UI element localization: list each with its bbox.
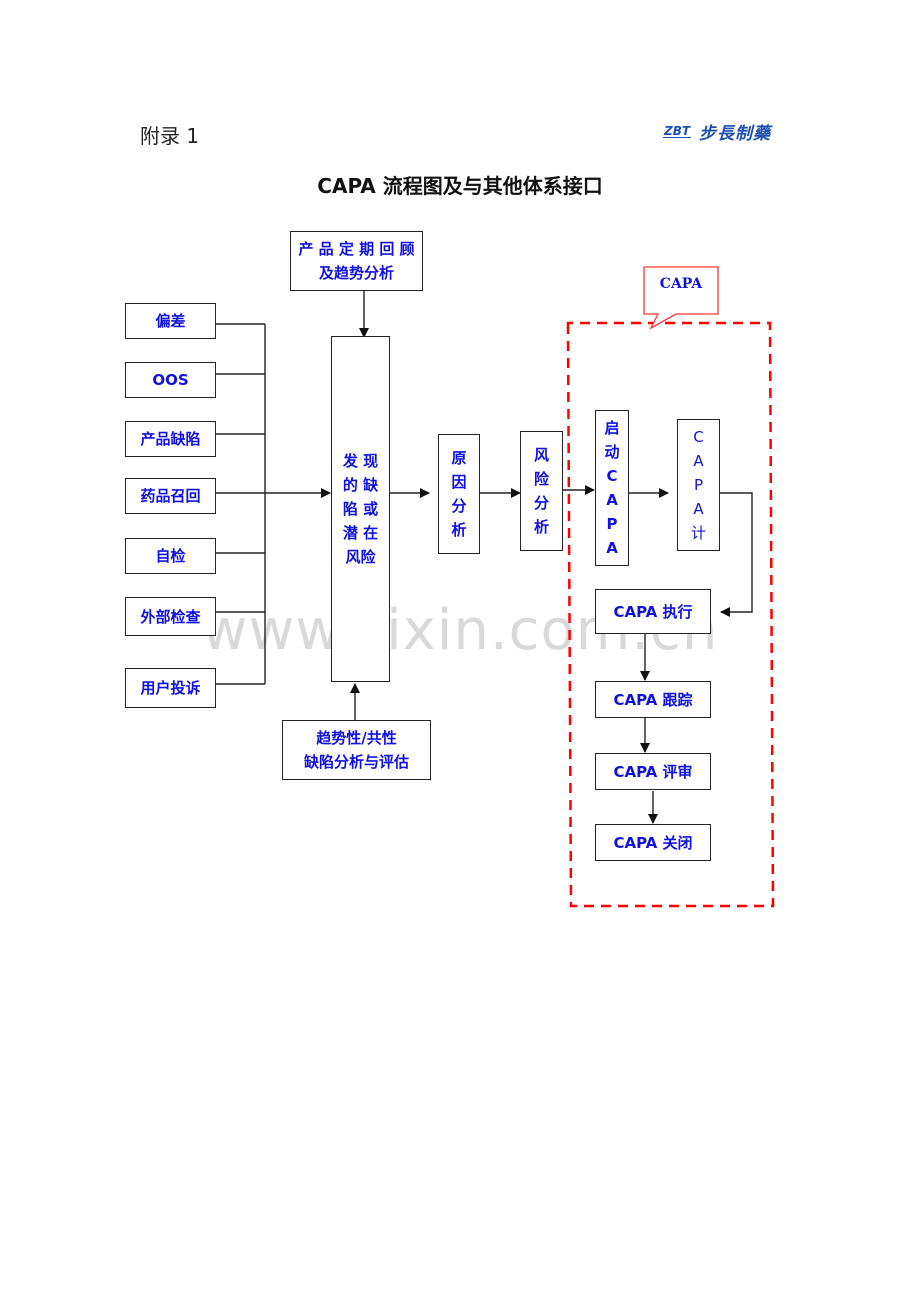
capa-execute-box: CAPA 执行 (595, 589, 711, 634)
source-oos: OOS (125, 362, 216, 398)
logo-mark-icon: ZBT (663, 123, 692, 138)
capa-callout-shape (643, 266, 719, 330)
capa-close-box: CAPA 关闭 (595, 824, 711, 861)
capa-region-border (566, 321, 775, 908)
risk-analysis-box: 风 险 分 析 (520, 431, 563, 551)
capa-review-box: CAPA 评审 (595, 753, 711, 790)
source-external-inspection: 外部检查 (125, 597, 216, 636)
root-cause-box: 原 因 分 析 (438, 434, 480, 554)
source-deviation: 偏差 (125, 303, 216, 339)
source-recall: 药品召回 (125, 478, 216, 514)
periodic-review-box: 产 品 定 期 回 顾 及趋势分析 (290, 231, 423, 291)
logo-text: 步長制藥 (699, 123, 772, 144)
capa-callout-label: CAPA (659, 276, 703, 292)
trend-analysis-box: 趋势性/共性 缺陷分析与评估 (282, 720, 431, 780)
discovered-defect-box: 发 现 的 缺 陷 或 潜 在 风险 (331, 336, 390, 682)
capa-plan-box: C A P A 计 (677, 419, 720, 551)
company-logo: ZBT 步長制藥 (663, 118, 771, 144)
capa-track-box: CAPA 跟踪 (595, 681, 711, 718)
source-complaint: 用户投诉 (125, 668, 216, 708)
start-capa-box: 启 动 C A P A (595, 410, 629, 566)
arrow-plan-to-execute (719, 492, 753, 617)
appendix-label: 附录 1 (140, 124, 200, 148)
source-product-defect: 产品缺陷 (125, 421, 216, 457)
source-self-inspection: 自检 (125, 538, 216, 574)
page-title: CAPA 流程图及与其他体系接口 (317, 174, 603, 198)
